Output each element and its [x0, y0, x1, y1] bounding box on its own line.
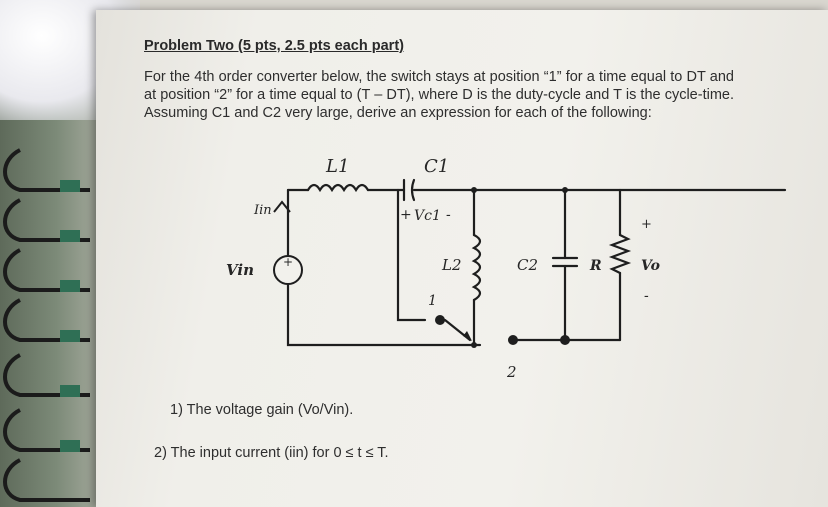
label-vc1-plus: +: [400, 207, 412, 223]
label-source-plus: +: [283, 255, 293, 269]
problem-paragraph: For the 4th order converter below, the s…: [144, 69, 734, 121]
label-vo: Vo: [641, 258, 660, 274]
label-vc1: Vc1: [414, 208, 441, 224]
label-c1: C1: [424, 156, 449, 177]
label-vin: Vin: [226, 261, 254, 279]
label-r: R: [589, 258, 602, 274]
question-1: 1) The voltage gain (Vo/Vin).: [170, 402, 354, 418]
problem-title: Problem Two (5 pts, 2.5 pts each part): [144, 38, 404, 54]
paper-sheet: [96, 10, 828, 507]
label-switch-pos2: 2: [506, 363, 517, 381]
label-vc1-minus: -: [446, 207, 451, 223]
label-switch-pos1: 1: [428, 293, 437, 309]
label-l2: L2: [441, 256, 462, 274]
label-vo-plus: +: [641, 217, 652, 232]
notebook-spiral: [3, 148, 90, 502]
question-2: 2) The input current (iin) for 0 ≤ t ≤ T…: [154, 445, 389, 461]
label-vo-minus: -: [644, 288, 649, 304]
label-iin: Iin: [253, 203, 272, 218]
label-l1: L1: [325, 156, 349, 177]
label-c2: C2: [517, 256, 538, 274]
